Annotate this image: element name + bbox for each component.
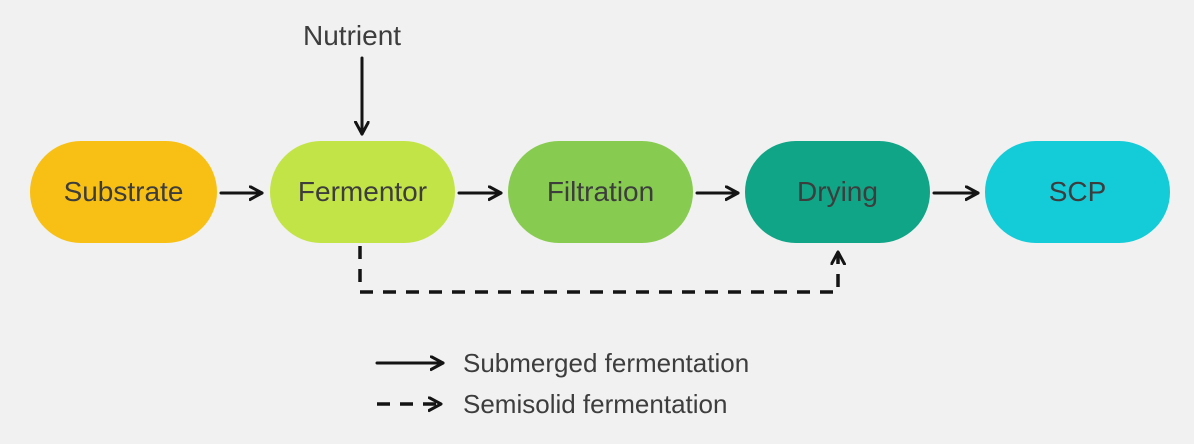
nutrient-label: Nutrient xyxy=(303,20,402,51)
node-scp: SCP xyxy=(985,141,1170,243)
legend-label-submerged: Submerged fermentation xyxy=(463,347,750,378)
node-fermentor: Fermentor xyxy=(270,141,455,243)
legend-row-semisolid: Semisolid fermentation xyxy=(375,387,749,421)
legend-row-submerged: Submerged fermentation xyxy=(375,346,749,380)
dashed-arrow-icon xyxy=(377,393,455,415)
legend: Submerged fermentation Semisolid ferment… xyxy=(375,346,749,428)
node-filtration: Filtration xyxy=(508,141,693,243)
legend-label-semisolid: Semisolid fermentation xyxy=(463,388,728,419)
arrow-fermentor-drying-dashed xyxy=(358,246,838,294)
solid-arrow-icon xyxy=(375,352,445,374)
node-substrate: Substrate xyxy=(30,141,217,243)
node-substrate-label: Substrate xyxy=(63,176,184,207)
node-filtration-label: Filtration xyxy=(546,176,655,207)
node-fermentor-label: Fermentor xyxy=(297,176,428,207)
node-scp-label: SCP xyxy=(1048,176,1107,207)
node-drying-label: Drying xyxy=(797,176,878,207)
node-drying: Drying xyxy=(745,141,930,243)
